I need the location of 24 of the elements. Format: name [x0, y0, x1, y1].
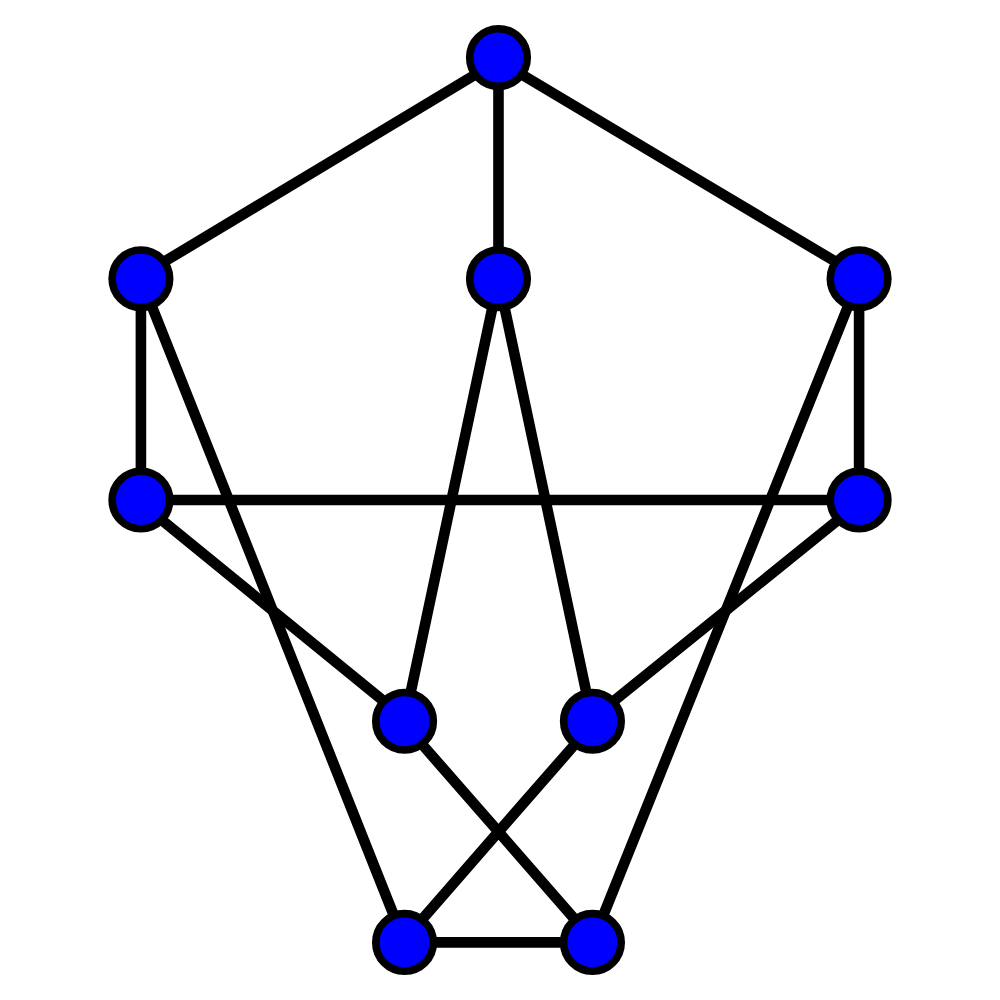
connector [135, 308, 147, 471]
connector [418, 741, 579, 923]
connector [405, 306, 498, 694]
node-circle [371, 688, 438, 754]
node-circle [108, 246, 174, 312]
node-circle [371, 909, 438, 975]
connector [853, 308, 865, 471]
node-circle [465, 25, 532, 91]
connector [499, 306, 592, 694]
node-circle [559, 688, 625, 754]
node-circle [465, 246, 532, 312]
node-circle [826, 467, 892, 533]
node-circle [826, 246, 892, 312]
node-circle [559, 909, 625, 975]
connector [493, 87, 504, 250]
node-circle [108, 467, 174, 533]
connector [433, 937, 563, 948]
connector [598, 303, 854, 917]
connector [170, 494, 830, 506]
connector [519, 70, 838, 266]
connector [146, 303, 399, 917]
connector [162, 70, 478, 266]
connector [159, 516, 387, 706]
connector [610, 515, 842, 705]
